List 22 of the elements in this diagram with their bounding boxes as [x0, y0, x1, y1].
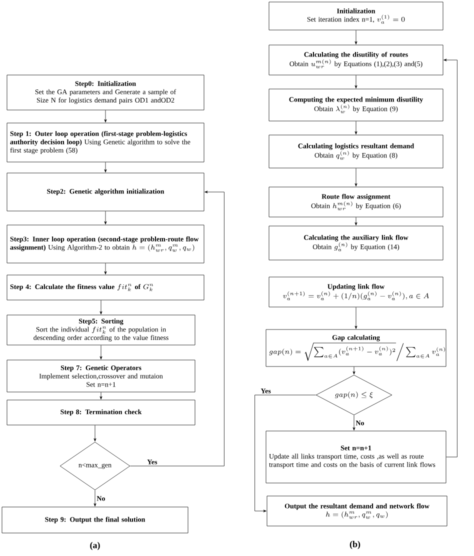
arrow: [354, 121, 358, 134]
arrow: [444, 58, 458, 458]
arrow: [130, 190, 224, 466]
arrow: [254, 394, 316, 512]
arrow: [104, 162, 107, 172]
arrow: [104, 110, 107, 122]
panel-label: (a): [90, 542, 100, 550]
arrow: [354, 307, 358, 329]
arrow: [354, 75, 358, 88]
arrow: [104, 211, 107, 224]
arrow: [100, 345, 102, 360]
arrow: [354, 168, 358, 186]
arrow: [94, 490, 96, 506]
arrow: [352, 366, 356, 374]
arrow: [352, 415, 356, 430]
arrow: [354, 30, 358, 44]
panel-label: (b): [350, 540, 360, 550]
arrow: [100, 300, 102, 314]
arrow: [94, 425, 96, 442]
arrow: [354, 217, 358, 226]
arrow: [104, 263, 107, 274]
arrow: [100, 392, 102, 400]
